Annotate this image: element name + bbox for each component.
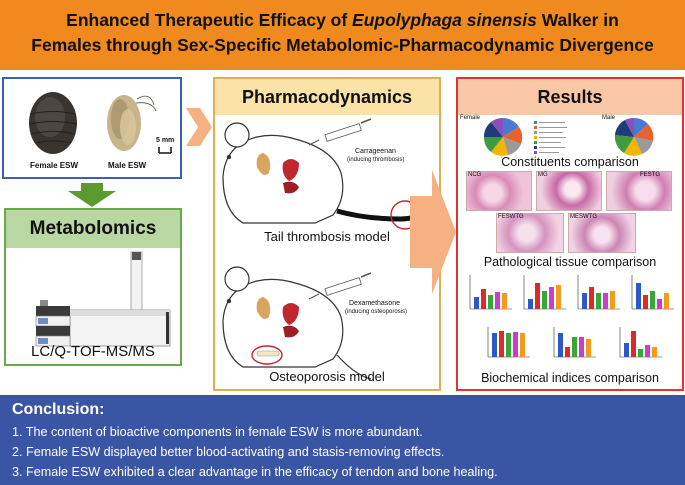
- specimen-illustration: [29, 92, 172, 154]
- male-esw-label: Male ESW: [108, 161, 147, 170]
- conclusion-title: Conclusion:: [12, 401, 105, 418]
- histology-panel-ncg: [466, 171, 532, 211]
- pharmacodynamics-panel: Pharmacodynamics: [213, 77, 441, 391]
- osteoporosis-mouse-image: [222, 266, 372, 380]
- male-pie-chart: [614, 117, 654, 156]
- instrument-label: LC/Q-TOF-MS/MS: [31, 343, 155, 360]
- bar-chart-1: [469, 275, 512, 310]
- arrow-down-icon: [68, 183, 116, 207]
- constituents-label: Constituents comparison: [501, 155, 639, 169]
- bar-chart-6: [553, 327, 596, 358]
- histology-panel-meswtg: [568, 213, 636, 253]
- histology-grid: NCG MG FESTG FESWTG MESWTG: [466, 171, 676, 253]
- syringe-icon-2: [308, 272, 372, 300]
- histology-label-meswtg: MESWTG: [570, 214, 597, 220]
- metabolomics-panel: Metabolomics LC/Q-TOF-MS/MS: [4, 208, 182, 366]
- results-title: Results: [458, 79, 682, 115]
- metabolomics-title: Metabolomics: [6, 210, 180, 248]
- histology-panel-festg: [606, 171, 672, 211]
- bar-chart-5: [487, 327, 530, 358]
- specimen-panel: Female ESW Male ESW 5 mm: [2, 77, 182, 179]
- scale-label: 5 mm: [156, 137, 175, 144]
- female-pie-chart: [483, 117, 523, 156]
- lc-ms-instrument-image: [35, 251, 171, 347]
- conclusion-item-3: 3. Female ESW exhibited a clear advantag…: [12, 465, 498, 479]
- title-banner: Enhanced Therapeutic Efficacy of Eupolyp…: [0, 0, 685, 70]
- male-esw-image: [107, 95, 157, 151]
- pharmacodynamics-title: Pharmacodynamics: [215, 79, 439, 115]
- arrow-right-large-icon: [410, 170, 456, 294]
- title-text-a: Enhanced Therapeutic Efficacy of: [66, 10, 353, 30]
- arrow-right-icon: [186, 108, 212, 146]
- biochemical-label: Biochemical indices comparison: [481, 371, 659, 385]
- bar-chart-3: [577, 275, 620, 310]
- female-esw-label: Female ESW: [30, 161, 79, 170]
- female-pie-label: Female: [460, 115, 481, 121]
- pie-legend: [534, 121, 567, 154]
- results-panel: Results Fem: [456, 77, 684, 391]
- male-pie-label: Male: [602, 115, 616, 121]
- dexamethasone-note: (inducing osteoporosis): [345, 309, 408, 315]
- female-esw-image: [29, 92, 77, 154]
- histology-label-feswtg: FESWTG: [498, 214, 524, 220]
- dexamethasone-label: Dexamethasone: [349, 300, 400, 307]
- histology-panel-feswtg: [496, 213, 564, 253]
- conclusion-item-1: 1. The content of bioactive components i…: [12, 425, 423, 439]
- bar-chart-7: [619, 327, 662, 358]
- histology-label-festg: FESTG: [640, 172, 661, 178]
- title-line-1: Enhanced Therapeutic Efficacy of Eupolyp…: [0, 8, 685, 33]
- tail-thrombosis-label: Tail thrombosis model: [264, 229, 390, 244]
- osteoporosis-label: Osteoporosis model: [269, 369, 385, 384]
- conclusion-panel: Conclusion: 1. The content of bioactive …: [0, 395, 685, 485]
- conclusion-item-2: 2. Female ESW displayed better blood-act…: [12, 445, 445, 459]
- bar-chart-2: [523, 275, 566, 310]
- thrombosis-mouse-image: [222, 118, 431, 230]
- mouse-models-illustration: [222, 118, 431, 380]
- syringe-icon-1: [308, 118, 372, 146]
- pathology-label: Pathological tissue comparison: [483, 255, 657, 269]
- title-line-2: Females through Sex-Specific Metabolomic…: [31, 35, 654, 55]
- histology-label-mg: MG: [538, 172, 548, 178]
- histology-label-ncg: NCG: [468, 172, 482, 178]
- biochemical-bar-charts: [469, 275, 674, 358]
- carrageenan-label: Carrageenan: [355, 148, 396, 155]
- constituents-pie-charts: [483, 117, 654, 156]
- histology-panel-mg: [536, 171, 602, 211]
- title-text-b: Walker in: [536, 10, 619, 30]
- bar-chart-4: [631, 275, 674, 310]
- carrageenan-note: (inducing thrombosis): [347, 157, 405, 163]
- title-species-name: Eupolyphaga sinensis: [352, 10, 537, 30]
